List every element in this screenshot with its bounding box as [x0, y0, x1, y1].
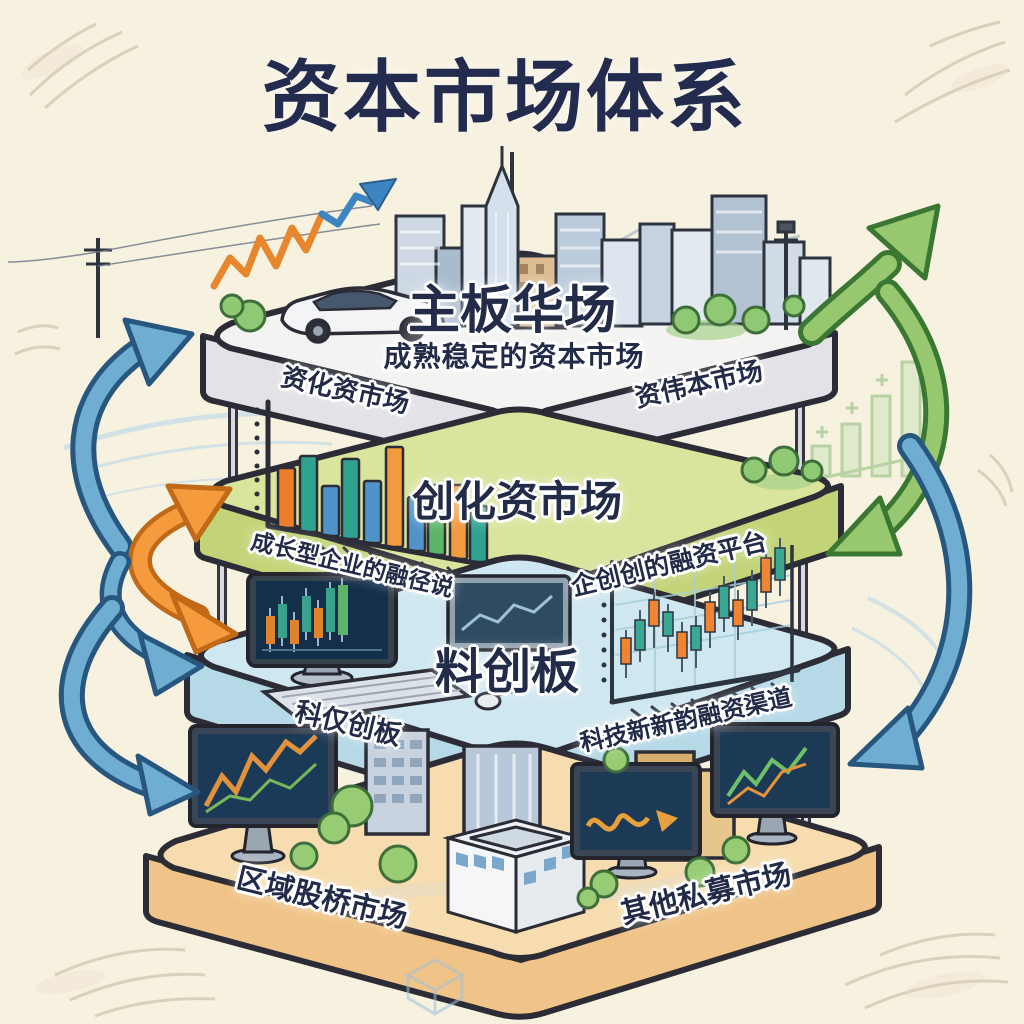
layer-1-subtitle: 成熟稳定的资本市场	[383, 340, 645, 373]
city-skyline	[394, 146, 832, 330]
layer-3-title: 料创板	[434, 644, 580, 700]
blue-arrow-left-bottom-down	[58, 595, 201, 817]
spire-tower	[484, 161, 520, 328]
layer-2-title: 创化资市场	[411, 477, 623, 526]
pencil-scribbles	[14, 20, 1014, 1018]
growth-bar-chart	[254, 399, 495, 580]
mouse	[474, 691, 521, 711]
layer-1-title: 主板华场	[407, 281, 617, 341]
car	[280, 286, 446, 344]
power-line-pole	[7, 205, 381, 338]
layer-2-trees	[740, 445, 824, 490]
regional-monitor-left	[188, 724, 338, 865]
layer-4-trees	[289, 746, 751, 910]
regional-monitor-right	[710, 722, 840, 846]
green-arrow-up-right	[798, 203, 941, 346]
keyboard	[259, 668, 473, 722]
layer-4-front-face	[143, 844, 882, 1020]
trading-monitor-secondary	[446, 574, 572, 673]
blue-arrow-left-up	[70, 317, 195, 559]
trading-monitor-main	[246, 572, 398, 688]
chart-arrowhead	[359, 178, 397, 211]
orange-double-arrow-left	[128, 483, 239, 655]
candlestick-chart	[601, 538, 801, 718]
low-rise-building	[442, 818, 590, 935]
rising-line-chart-arrow	[210, 178, 397, 290]
green-arrow-down-left	[825, 279, 950, 557]
cube-sketch	[404, 958, 466, 1016]
poster-title: 资本市场体系	[261, 53, 749, 143]
flow-arrows	[58, 203, 973, 817]
regional-monitor-center	[570, 762, 702, 880]
blue-arrow-right-down	[847, 433, 973, 771]
